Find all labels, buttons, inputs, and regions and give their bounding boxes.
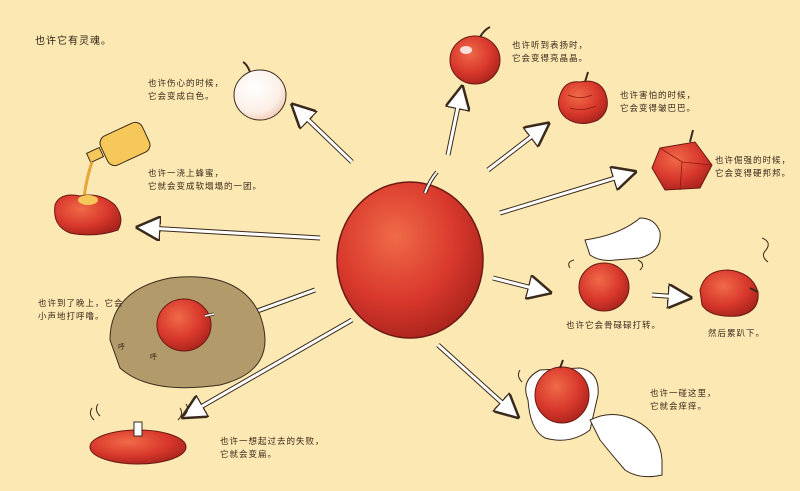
snore-sound-1: 呼 <box>118 343 125 351</box>
caption-line: 它会变得硬邦邦。 <box>715 169 792 179</box>
caption-line: 小声地打呼噜。 <box>38 312 105 322</box>
caption-line: 也许它会骨碌碌打转。 <box>566 321 662 331</box>
central-apple <box>336 170 484 339</box>
caption-night: 也许到了晚上，它会 小声地打呼噜。 <box>38 298 124 324</box>
caption-spin: 也许它会骨碌碌打转。 <box>566 320 661 333</box>
caption-line: 它会变得皱巴巴。 <box>620 104 697 114</box>
spinning-apple <box>568 217 661 312</box>
flat-apple <box>89 403 189 465</box>
caption-line: 也许听到表扬时， <box>512 41 589 51</box>
melted-apple <box>54 194 122 236</box>
caption-line: 也许一想起过去的失败， <box>220 437 325 447</box>
hard-apple <box>651 129 713 191</box>
caption-forgot: 也许一想起过去的失败， 它就会变扁。 <box>220 436 325 462</box>
caption-tickle: 也许一碰这里， 它就会痒痒。 <box>650 388 717 414</box>
caption-honey: 也许一浇上蜂蜜， 它就会变成软塌塌的一团。 <box>148 168 262 194</box>
caption-line: 它就会变扁。 <box>220 450 278 460</box>
tired-apple <box>699 237 769 317</box>
caption-line: 也许一浇上蜂蜜， <box>148 169 225 179</box>
caption-line: 也许害怕的时候， <box>620 91 697 101</box>
caption-line: 它就会痒痒。 <box>650 402 708 412</box>
wrinkled-apple <box>558 71 608 124</box>
caption-line: 它会变得亮晶晶。 <box>512 54 589 64</box>
shiny-apple <box>449 26 501 85</box>
caption-line: 然后累趴下。 <box>708 329 766 339</box>
page-title: 也许它有灵魂。 <box>35 36 112 47</box>
night-apple <box>109 276 266 389</box>
tickled-apple <box>517 359 663 478</box>
caption-line: 也许倔强的时候， <box>715 156 792 166</box>
caption-line: 它就会变成软塌塌的一团。 <box>148 182 263 192</box>
caption-stubborn: 也许倔强的时候， 它会变得硬邦邦。 <box>715 155 791 181</box>
white-apple <box>233 61 287 121</box>
honey-bottle <box>82 121 151 199</box>
caption-shiny: 也许听到表扬时， 它会变得亮晶晶。 <box>512 40 588 66</box>
snore-sound-2: 呼 <box>150 353 157 361</box>
caption-line: 也许一碰这里， <box>650 389 717 399</box>
caption-line: 它会变成白色。 <box>148 92 215 102</box>
caption-line: 也许伤心的时候， <box>148 79 225 89</box>
arrows <box>148 97 680 412</box>
caption-fall: 然后累趴下。 <box>708 328 765 341</box>
caption-line: 也许到了晚上，它会 <box>38 299 124 309</box>
caption-sad: 也许伤心的时候， 它会变成白色。 <box>148 78 224 104</box>
caption-scared: 也许害怕的时候， 它会变得皱巴巴。 <box>620 90 696 116</box>
